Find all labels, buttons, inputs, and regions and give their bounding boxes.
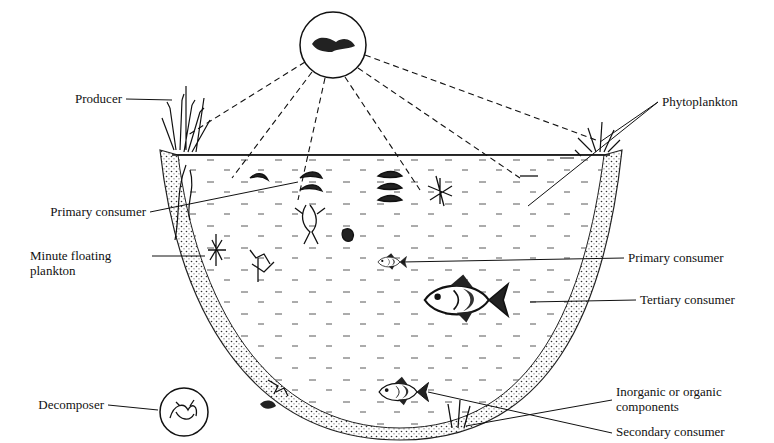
callout-label: Producer	[75, 91, 122, 106]
callout-label: Minute floating plankton	[30, 248, 148, 278]
decomposer-circle	[160, 388, 208, 436]
rooted-plants	[162, 86, 620, 240]
callout-label: Primary consumer	[628, 250, 724, 265]
callout-label: Decomposer	[38, 397, 104, 412]
bottom-fish	[379, 377, 428, 406]
sun	[300, 12, 366, 78]
pond-bank	[160, 150, 622, 440]
water-surface	[172, 154, 610, 155]
large-fish	[425, 274, 508, 322]
small-fish	[378, 253, 407, 270]
mud-blob	[260, 400, 276, 408]
plankton	[208, 172, 538, 397]
callout-label: Inorganic or organic components	[616, 384, 756, 414]
leader-lines	[108, 99, 658, 433]
sun-rays	[188, 55, 596, 200]
callout-label: Secondary consumer	[616, 424, 725, 439]
callout-label: Phytoplankton	[662, 94, 738, 109]
bottom-weeds	[448, 400, 470, 428]
callout-label: Tertiary consumer	[640, 292, 735, 307]
callout-label: Primary consumer	[50, 204, 146, 219]
